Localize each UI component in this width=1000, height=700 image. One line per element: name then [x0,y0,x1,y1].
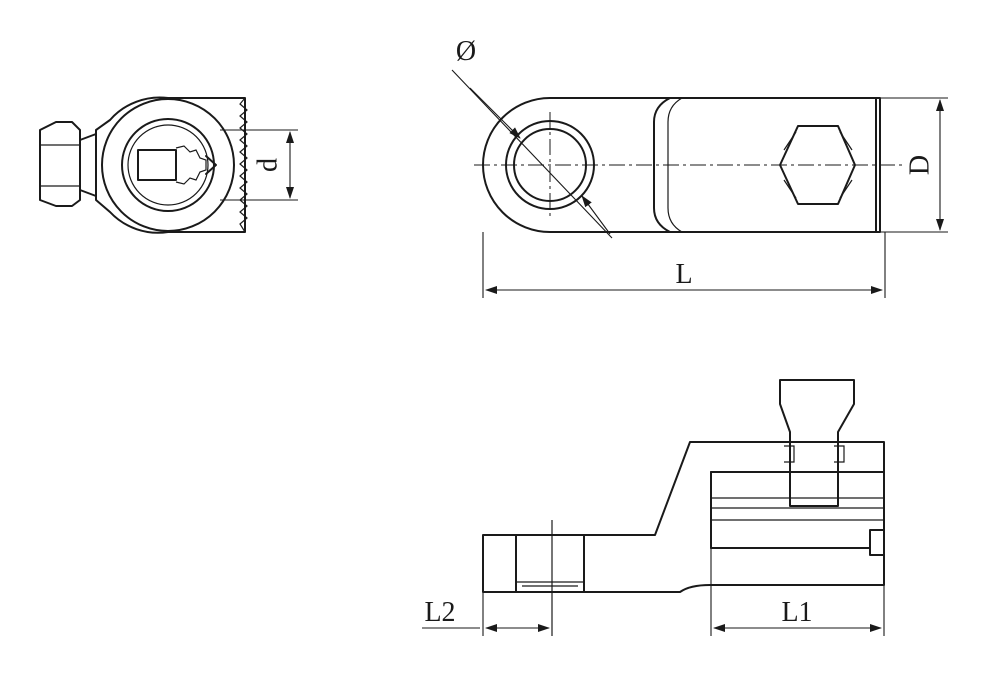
barrel-entry [653,97,671,233]
dim-label-d: d [252,158,283,172]
set-screw-section [779,379,855,507]
dim-label-L: L [675,259,692,290]
dim-label-diameter: Ø [456,36,476,67]
dim-label-L2: L2 [424,597,455,628]
bolt-collar [79,133,97,197]
dim-label-D: D [904,155,935,175]
screw-tip [137,149,177,181]
section-body [482,441,885,593]
section-view: L2 L1 [422,379,885,636]
end-view: d [39,96,298,234]
barrel-outer-circle [101,98,235,232]
lug-outline [482,97,881,233]
dim-label-L1: L1 [781,597,812,628]
break-line [239,97,248,233]
top-view: Ø D L [451,36,948,298]
barrel-bore [121,118,215,212]
bolt-hex-head [39,121,81,207]
barrel-body [95,96,246,234]
